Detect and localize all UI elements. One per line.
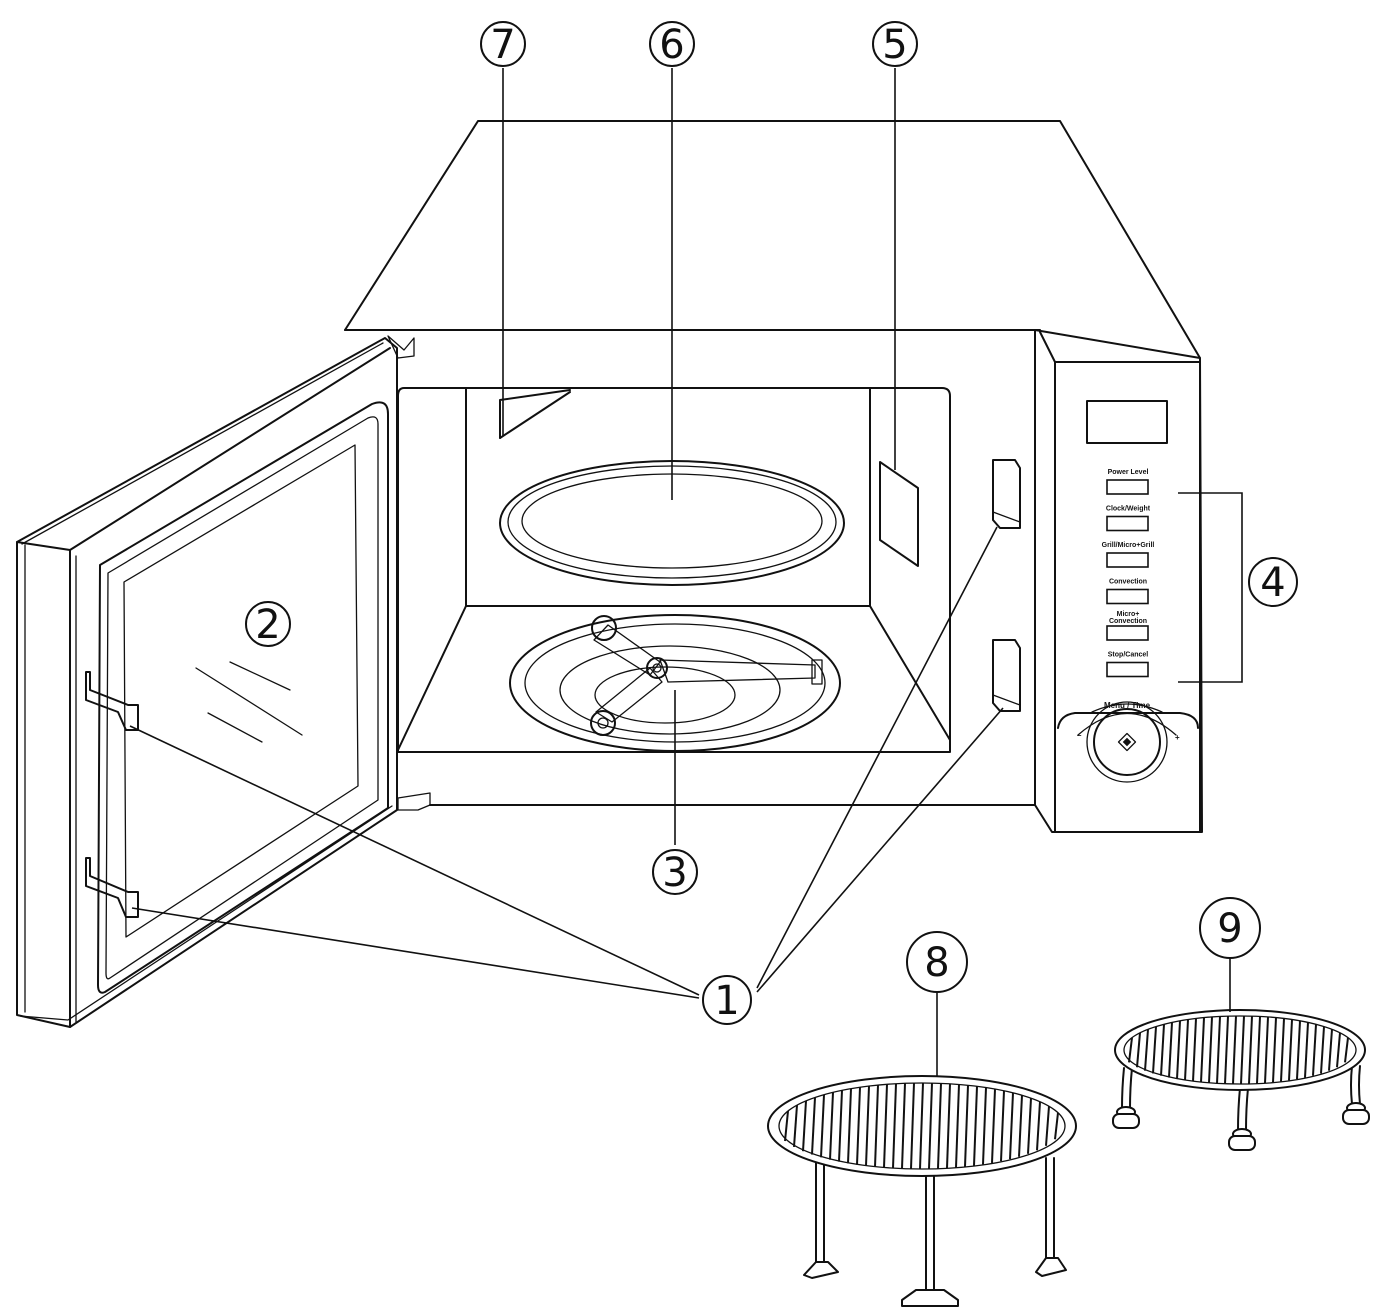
callout-label: 8 <box>924 940 949 986</box>
panel-button-4[interactable]: Micro+Convection <box>1106 611 1149 641</box>
callout-label: 5 <box>882 22 907 68</box>
panel-button-label: Convection <box>1109 579 1147 586</box>
callouts: 1 2 3 4 5 6 7 8 9 <box>245 21 1298 1025</box>
panel-button-label: Grill/Micro+Grill <box>1102 542 1155 549</box>
display-window <box>1086 400 1168 444</box>
panel-button-label: Power Level <box>1108 469 1149 476</box>
callout-6: 6 <box>649 21 695 68</box>
high-rack <box>1112 1009 1370 1151</box>
callout-label: 1 <box>714 978 739 1024</box>
callout-label: 9 <box>1217 906 1242 952</box>
panel-button-label: Clock/Weight <box>1106 506 1151 513</box>
callout-4: 4 <box>1248 557 1298 607</box>
callout-label: 2 <box>255 602 280 648</box>
door <box>16 335 431 1028</box>
dial-plus: + <box>1175 733 1180 742</box>
panel-button-3[interactable]: Convection <box>1106 579 1149 605</box>
panel-button-2[interactable]: Grill/Micro+Grill <box>1102 542 1155 568</box>
callout-label: 3 <box>662 850 687 896</box>
dial-minus: – <box>1077 731 1082 740</box>
callout-3: 3 <box>652 849 698 896</box>
callout-label: 6 <box>659 22 684 68</box>
panel-button-label: Convection <box>1109 618 1147 625</box>
panel-button-0[interactable]: Power Level <box>1106 469 1149 495</box>
door-catch-holes <box>992 459 1021 712</box>
menu-time-dial[interactable] <box>1093 708 1161 776</box>
callout-8: 8 <box>906 931 968 993</box>
callout-1: 1 <box>702 975 752 1025</box>
callout-2: 2 <box>245 601 291 648</box>
waveguide-cover <box>879 461 919 567</box>
callout-9: 9 <box>1199 897 1261 959</box>
panel-button-label: Micro+ <box>1117 611 1140 618</box>
light-cover <box>499 389 571 439</box>
callout-5: 5 <box>872 21 918 68</box>
callout-4-bracket <box>1178 492 1243 683</box>
panel-button-5[interactable]: Stop/Cancel <box>1106 652 1149 678</box>
control-panel: Power LevelClock/WeightGrill/Micro+Grill… <box>1057 400 1243 783</box>
low-rack <box>767 1075 1077 1307</box>
callout-label: 4 <box>1260 560 1285 606</box>
callout-7: 7 <box>480 21 526 68</box>
oven-cavity <box>397 387 951 753</box>
panel-button-label: Stop/Cancel <box>1108 652 1149 659</box>
dial-label: Menu / Time <box>1104 701 1151 710</box>
microwave-body <box>344 120 1203 833</box>
panel-button-1[interactable]: Clock/Weight <box>1106 506 1151 532</box>
callout-label: 7 <box>490 22 515 68</box>
leader-lines <box>129 68 1231 1077</box>
